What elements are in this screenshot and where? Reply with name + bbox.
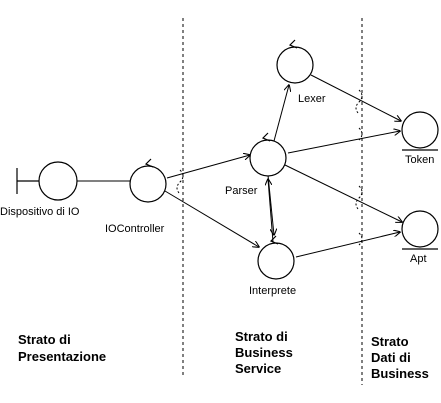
io-controller-control — [129, 158, 167, 203]
crossing-marker — [355, 185, 363, 211]
interprete-label: Interprete — [249, 285, 296, 297]
crossing-marker — [355, 89, 363, 115]
edge-parser-lexer — [273, 85, 289, 142]
edge-interprete-apt — [295, 232, 400, 258]
token-entity — [401, 111, 439, 151]
edge-parser-apt — [284, 164, 402, 222]
layer-business-data-line-1: Strato — [371, 334, 409, 349]
io-device-label: Dispositivo di IO — [0, 206, 80, 218]
layer-presentation-line-2: Presentazione — [18, 349, 106, 364]
layer-business-service-line-1: Strato di — [235, 329, 288, 344]
io-device-circle — [38, 161, 78, 201]
io-controller-label: IOController — [105, 223, 165, 235]
layer-business-service-line-2: Business — [235, 345, 293, 360]
token-label: Token — [405, 154, 434, 166]
io-device-boundary — [16, 161, 78, 201]
edge-iocontroller-interprete — [164, 190, 259, 247]
crossing-marker — [176, 169, 184, 195]
layer-business-data-line-3: Business — [371, 366, 429, 381]
apt-entity — [401, 210, 439, 250]
interprete-control — [257, 235, 295, 280]
edge-parser-interprete — [267, 174, 274, 235]
crossing-marker — [358, 127, 363, 141]
boundary-crossings — [176, 89, 363, 246]
edge-lexer-token — [310, 74, 401, 121]
edge-iocontroller-parser — [166, 155, 250, 179]
crossing-marker — [358, 232, 363, 246]
parser-control — [249, 132, 287, 177]
lexer-control — [276, 39, 314, 84]
parser-label: Parser — [225, 185, 258, 197]
lexer-label: Lexer — [298, 93, 326, 105]
layer-business-data-line-2: Dati di — [371, 350, 411, 365]
edge-parser-token — [287, 131, 400, 154]
apt-label: Apt — [410, 253, 427, 265]
layer-business-service-line-3: Service — [235, 361, 281, 376]
edges — [77, 74, 402, 258]
edge-interprete-parser — [268, 179, 274, 243]
layer-presentation-line-1: Strato di — [18, 332, 71, 347]
